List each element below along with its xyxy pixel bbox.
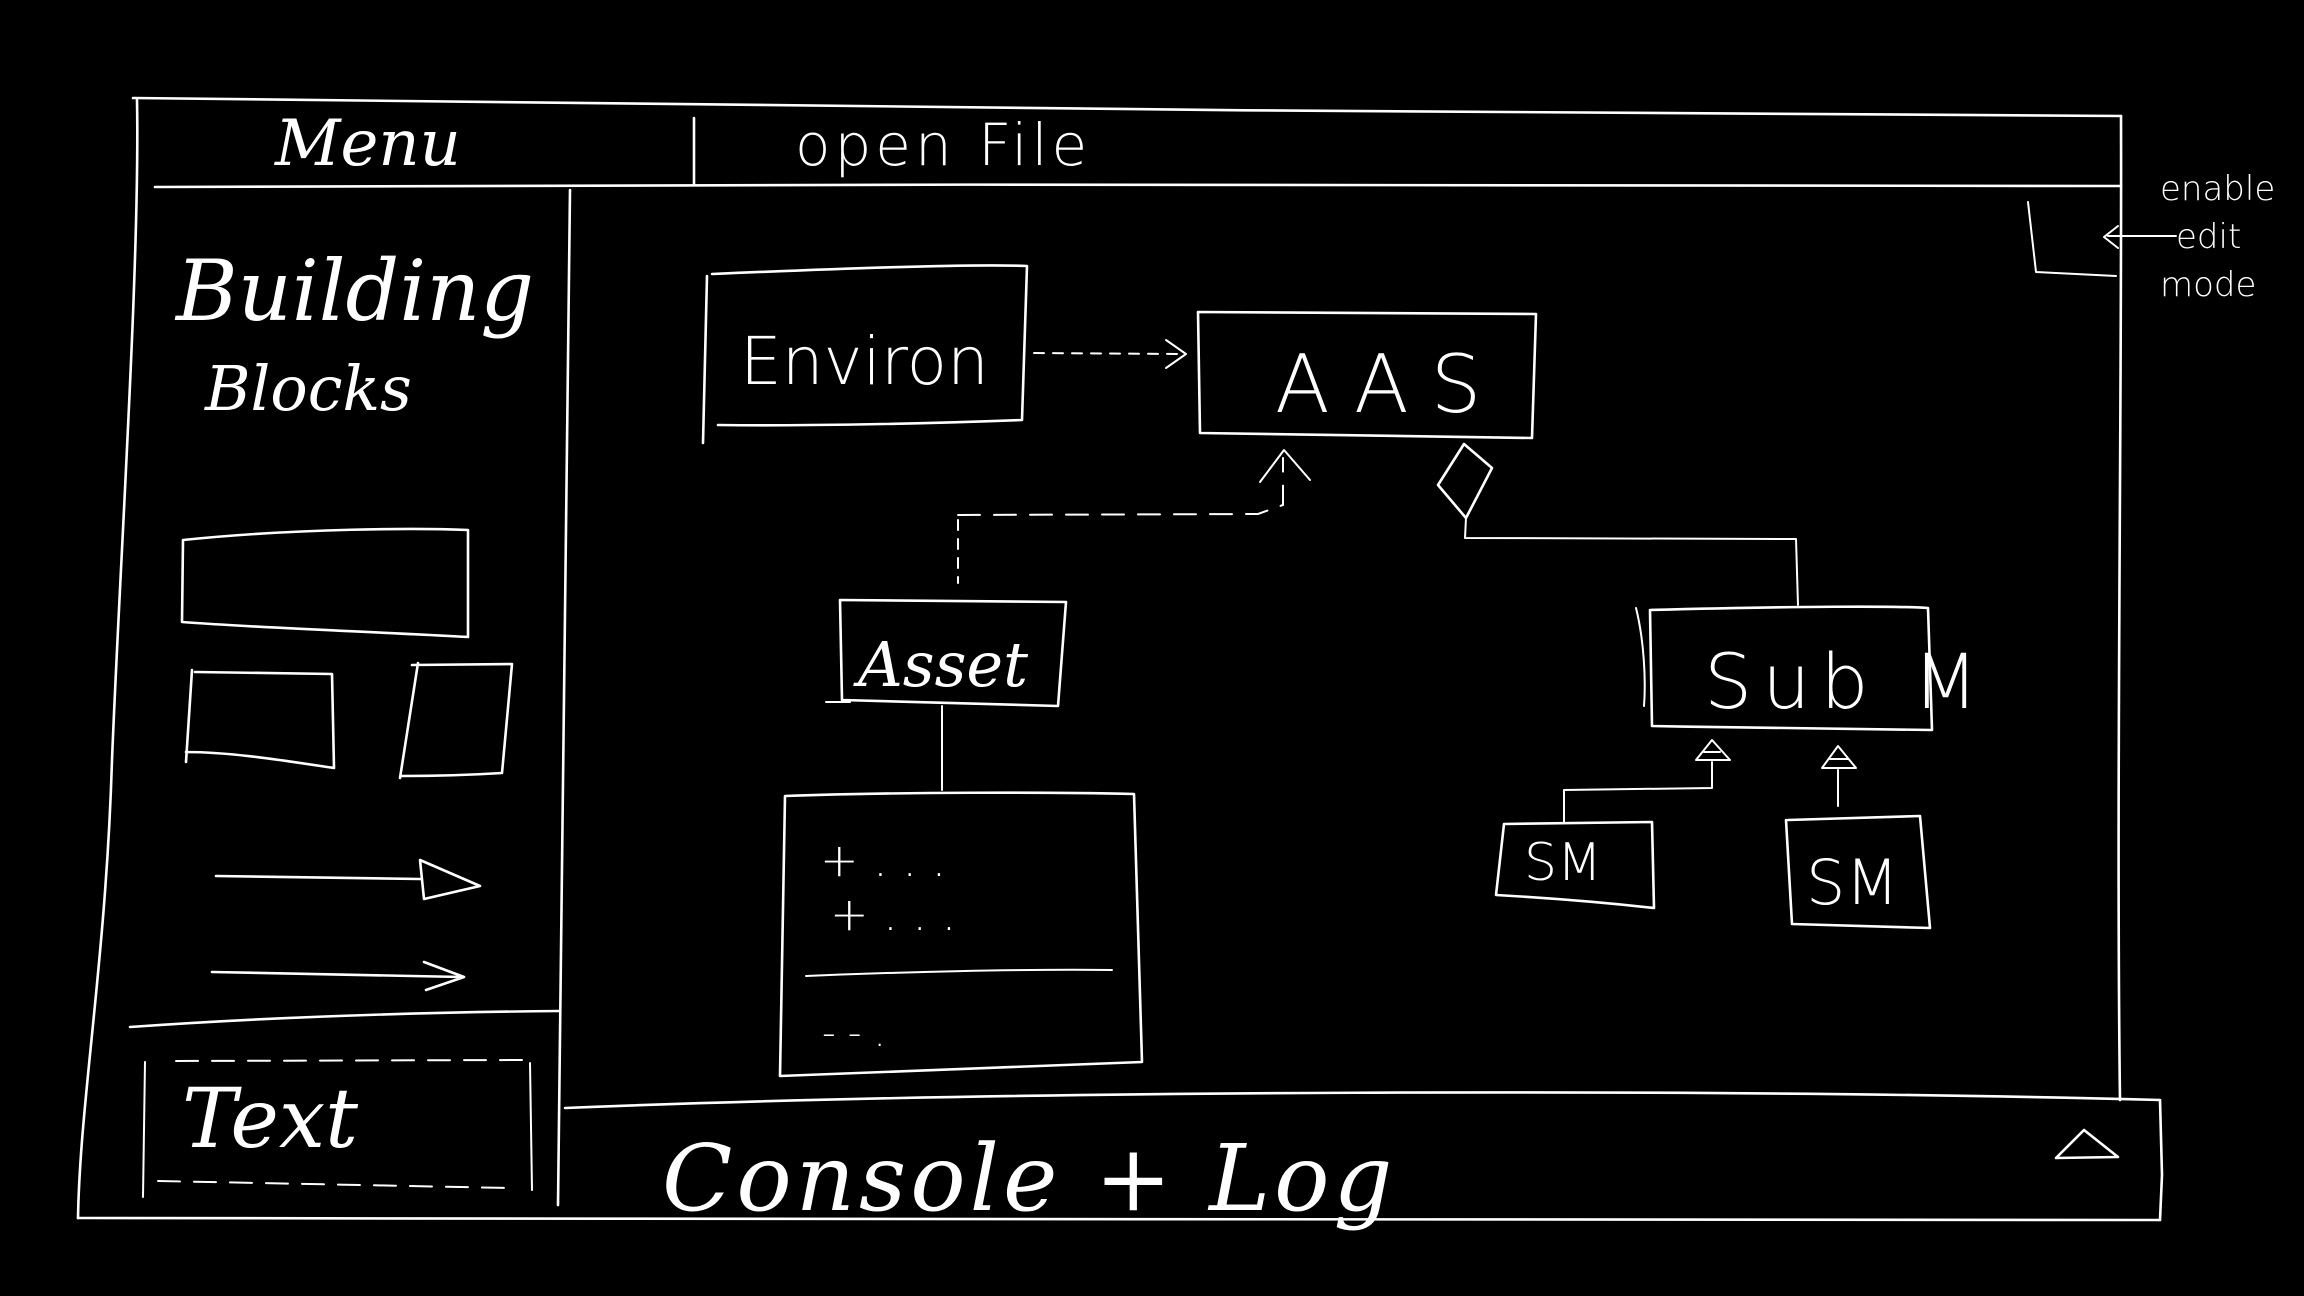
asset-label: Asset <box>853 628 1028 701</box>
asset-class-box[interactable]: + . . . + . . . - - . <box>778 791 1144 1078</box>
aas-node[interactable]: AAS <box>1196 310 1538 440</box>
submodel-right-node[interactable]: SM <box>1784 814 1932 930</box>
environment-node[interactable]: Environ <box>701 264 1029 445</box>
asset-to-aas-arrowhead <box>1259 449 1311 483</box>
asset-node[interactable]: Asset <box>825 598 1068 708</box>
block-arrow-simple[interactable] <box>210 960 466 992</box>
aggregation-diamond <box>1436 442 1494 520</box>
asset-attribute-2: + . . . <box>830 887 956 941</box>
sm-left-label: SM <box>1524 833 1602 893</box>
bracket-icon <box>2027 201 2117 277</box>
block-wide-rectangle[interactable] <box>180 527 470 639</box>
inheritance-arrowhead-right <box>1821 745 1857 769</box>
menu-label: Menu <box>274 107 461 181</box>
text-panel[interactable]: Text <box>128 1009 562 1198</box>
edit-note-line3: mode <box>2160 265 2256 305</box>
inheritance-arrowhead-left <box>1695 739 1731 761</box>
menu-button[interactable]: Menu <box>274 107 461 181</box>
submodel-left-node[interactable]: SM <box>1494 820 1656 910</box>
block-square[interactable] <box>398 661 514 780</box>
env-to-aas-arrow <box>1033 352 1181 355</box>
palette-title: Building <box>174 242 534 340</box>
menu-bar: Menu open File <box>153 107 2123 189</box>
arrow-left-icon <box>2103 225 2177 249</box>
triangle-up-icon[interactable] <box>2054 1128 2120 1160</box>
env-to-aas-arrowhead <box>1165 339 1187 369</box>
console-log-panel: Console + Log <box>662 1125 2120 1232</box>
open-file-label: open File <box>795 111 1091 179</box>
submodel-label: Sub M <box>1704 637 1988 726</box>
submodel-node[interactable]: Sub M <box>1635 605 1988 732</box>
building-blocks-palette: Building Blocks <box>174 188 572 1207</box>
sm-right-label: SM <box>1806 846 1899 919</box>
text-panel-label: Text <box>182 1072 359 1167</box>
console-label: Console + Log <box>662 1125 1396 1232</box>
edit-note-line1: enable <box>2160 169 2275 209</box>
palette-subtitle: Blocks <box>204 352 412 425</box>
asset-to-aas-link <box>957 457 1284 516</box>
edit-mode-toggle[interactable]: enable edit mode <box>2027 169 2275 305</box>
block-arrow-open[interactable] <box>214 858 482 901</box>
block-small-rectangle[interactable] <box>184 668 336 770</box>
app-window <box>76 96 2164 1222</box>
diagram-canvas: Environ AAS Asset + . . . + . . . <box>701 264 1988 1078</box>
asset-method: - - . <box>822 1011 886 1055</box>
edit-note-line2: edit <box>2176 217 2241 257</box>
open-file-button[interactable]: open File <box>795 111 1091 179</box>
environment-label: Environ <box>740 323 989 400</box>
asset-attribute-1: + . . . <box>820 833 946 887</box>
aas-label: AAS <box>1275 338 1503 431</box>
